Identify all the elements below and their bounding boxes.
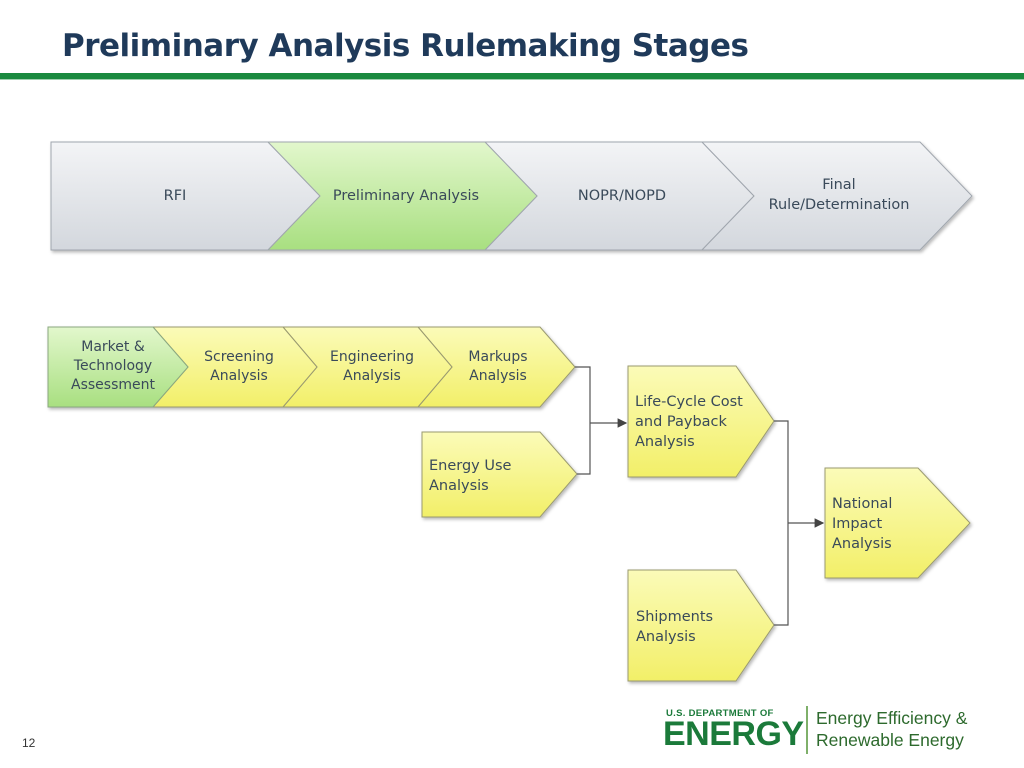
logo-divider [806, 706, 808, 754]
box-energy-use [421, 431, 578, 518]
logo-doe-small-text: U.S. DEPARTMENT OF [666, 708, 774, 719]
logo-doe-energy-text: ENERGY [663, 715, 804, 753]
box-life-cycle-cost [627, 365, 775, 478]
stage-label-rfi: RFI [163, 188, 187, 204]
box-national-impact [824, 467, 971, 579]
label-national-impact: National Impact Analysis [832, 496, 893, 552]
stage-chevron-final [700, 141, 973, 251]
chevron-market-technology [47, 326, 189, 408]
label-engineering: Engineering Analysis [330, 349, 414, 384]
connector-lines [575, 366, 825, 626]
stage-label-preliminary: Preliminary Analysis [332, 188, 480, 204]
stage-chevron-preliminary [266, 141, 538, 251]
box-shipments [627, 569, 775, 682]
label-market-technology: Market & Technology Assessment [71, 339, 155, 393]
stage-label-nopr: NOPR/NOPD [577, 188, 667, 204]
label-life-cycle-cost: Life-Cycle Cost and Payback Analysis [635, 394, 743, 450]
title-underline [0, 73, 1024, 79]
page-number: 12 [22, 736, 36, 750]
logo-eere-text: Energy Efficiency & Renewable Energy [816, 707, 967, 751]
label-energy-use: Energy Use Analysis [429, 458, 512, 494]
title-underline-light [0, 79, 1024, 80]
label-screening: Screening Analysis [204, 349, 274, 384]
label-markups: Markups Analysis [468, 349, 528, 384]
logo-eere-line1: Energy Efficiency & [816, 708, 968, 728]
stage-label-final: Final Rule/Determination [768, 177, 910, 213]
page-title: Preliminary Analysis Rulemaking Stages [62, 28, 749, 64]
logo-eere-line2: Renewable Energy [816, 730, 964, 750]
label-shipments: Shipments Analysis [636, 609, 714, 645]
